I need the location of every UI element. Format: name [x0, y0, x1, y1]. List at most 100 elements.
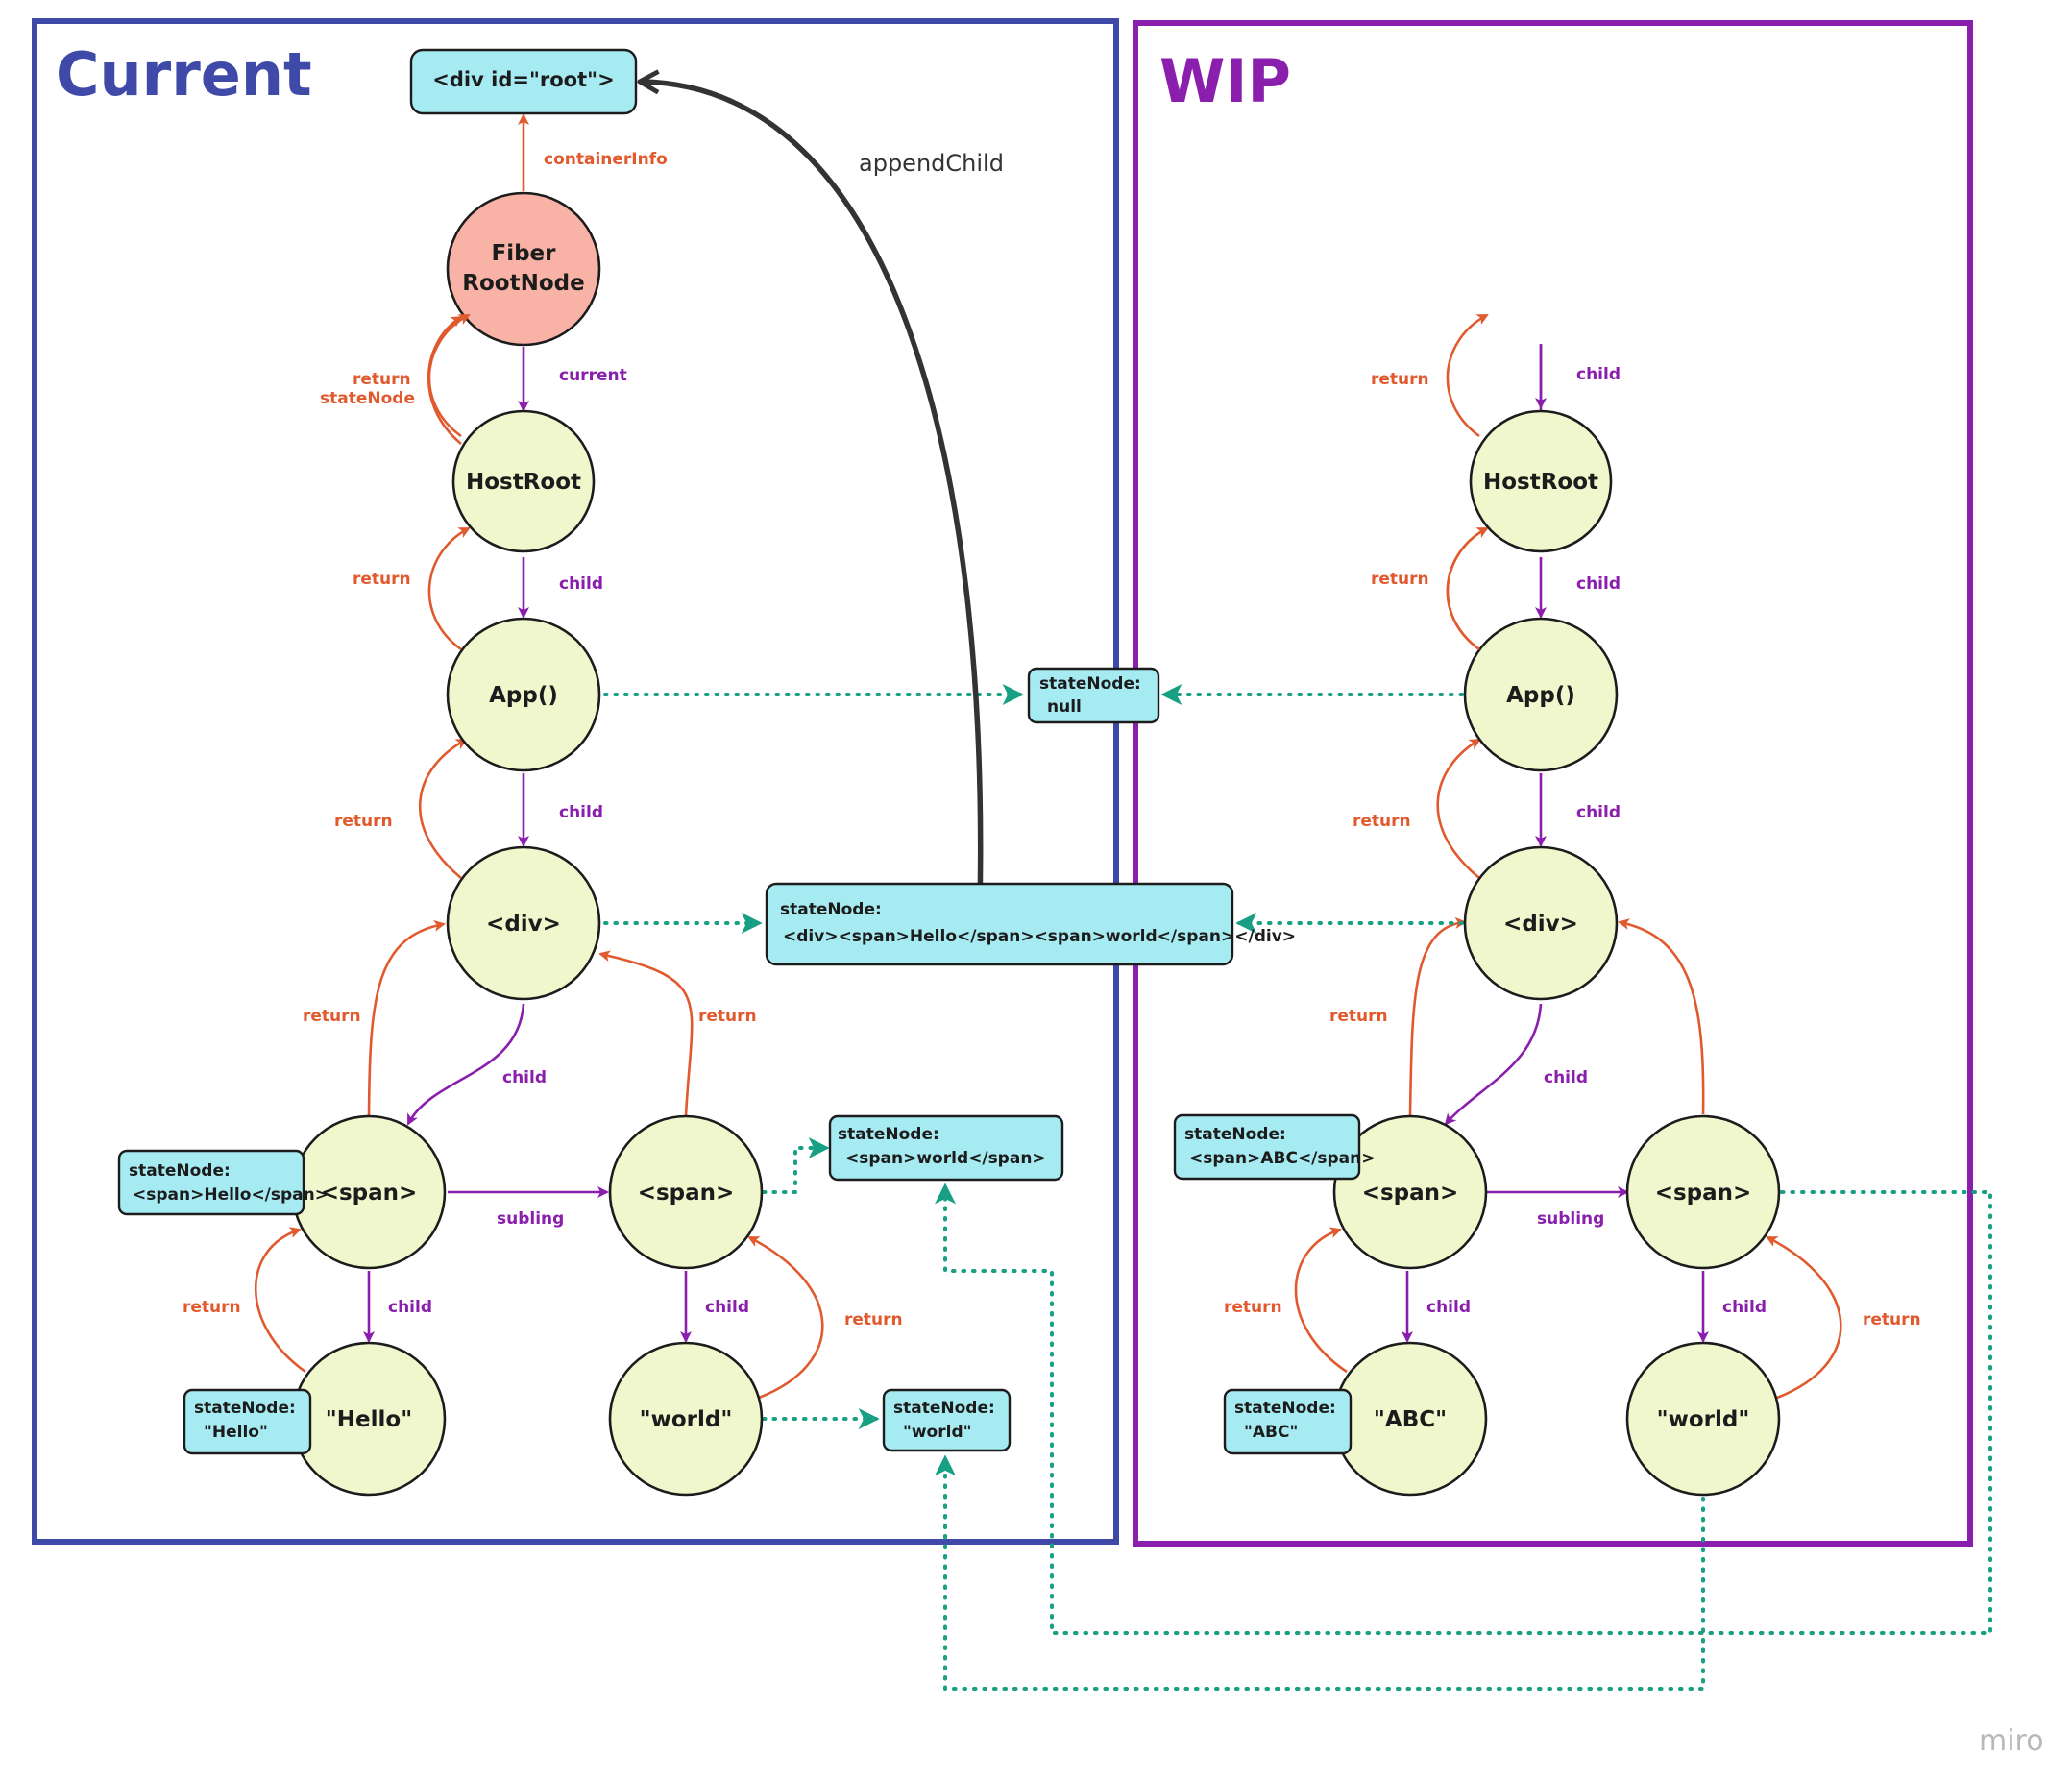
- span-world-statenode-line1: stateNode:: [838, 1125, 939, 1144]
- w-span1-return-label: return: [1329, 1007, 1388, 1026]
- c-span2-label: <span>: [638, 1181, 735, 1206]
- append-child-arrow: [637, 69, 984, 909]
- append-child-label: appendChild: [859, 150, 1004, 177]
- w-abc-return-edge: [1294, 1227, 1348, 1374]
- current-frame-title: Current: [56, 39, 312, 110]
- wip-frame: [1133, 20, 1973, 1547]
- c-span2-child-label: child: [705, 1298, 749, 1317]
- w-world-statenode-link: [935, 1454, 1705, 1691]
- c-hello-node: "Hello": [291, 1341, 447, 1497]
- w-span2-node: <span>: [1625, 1114, 1781, 1270]
- statenode-links: [603, 684, 1992, 1691]
- wip-tree-edges: return child return child return child s…: [1224, 344, 1921, 1400]
- c-hostroot-app-return-edge: [427, 313, 471, 438]
- w-div-label: <div>: [1503, 912, 1578, 937]
- div-statenode-line2: <div><span>Hello</span><span>world</span…: [783, 927, 1296, 946]
- wip-frame-title: WIP: [1159, 46, 1291, 116]
- div-statenode-box: stateNode: <div><span>Hello</span><span>…: [765, 882, 1296, 966]
- world-statenode-box: stateNode: "world": [882, 1388, 1012, 1452]
- c-app-label: App(): [489, 683, 558, 708]
- c-div-node: <div>: [446, 845, 601, 1001]
- hello-statenode-line1: stateNode:: [194, 1399, 296, 1418]
- span-hello-statenode-line1: stateNode:: [129, 1161, 231, 1181]
- miro-watermark: miro: [1979, 1724, 2044, 1758]
- hostroot-statenode-label: stateNode: [320, 389, 415, 408]
- w-hostroot-child-label: child: [1576, 574, 1621, 594]
- c-world-return-label: return: [844, 1310, 903, 1329]
- c-div-child-edge: [406, 1003, 525, 1126]
- w-div-child-label: child: [1544, 1068, 1588, 1087]
- hello-statenode-box: stateNode: "Hello": [183, 1388, 312, 1455]
- app-statenode-line1: stateNode:: [1039, 674, 1141, 694]
- c-world-node: "world": [608, 1341, 764, 1497]
- w-div-return-edge: [1436, 738, 1481, 879]
- w-world-node: "world": [1625, 1341, 1781, 1497]
- c-span1-child-label: child: [388, 1298, 432, 1317]
- hello-statenode-line2: "Hello": [204, 1423, 268, 1442]
- abc-statenode-line1: stateNode:: [1234, 1399, 1336, 1418]
- c-span1-return-edge: [367, 919, 446, 1117]
- c-span2-node: <span>: [608, 1114, 764, 1270]
- w-span1-label: <span>: [1362, 1181, 1459, 1206]
- c-hello-return-edge: [254, 1227, 306, 1374]
- w-span1-node: <span>: [1332, 1114, 1488, 1270]
- w-app-to-hostroot-return-edge: [1446, 526, 1488, 651]
- c-hostroot-node: HostRoot: [451, 409, 596, 553]
- c-hostroot-child-label: child: [559, 574, 603, 594]
- w-span2-statenode-link: [935, 1183, 1992, 1635]
- w-abc-return-label: return: [1224, 1298, 1282, 1317]
- w-app-label: App(): [1506, 683, 1575, 708]
- span-world-statenode-line2: <span>world</span>: [845, 1149, 1046, 1168]
- span-hello-statenode-box: stateNode: <span>Hello</span>: [117, 1149, 329, 1216]
- w-hostroot-label: HostRoot: [1483, 470, 1598, 495]
- wip-hostroot-edges: [1446, 526, 1488, 651]
- c-sibling-label: subling: [497, 1209, 564, 1229]
- span-abc-statenode-line2: <span>ABC</span>: [1189, 1149, 1376, 1168]
- c-hello-label: "Hello": [326, 1407, 412, 1432]
- c-div-label: <div>: [486, 912, 561, 937]
- w-div-child-edge: [1444, 1003, 1543, 1126]
- world-statenode-line2: "world": [903, 1423, 971, 1442]
- current-tree-edges: containerInfo current stateNode return c…: [183, 113, 903, 1400]
- w-abc-label: "ABC": [1374, 1407, 1447, 1432]
- world-statenode-line1: stateNode:: [893, 1399, 995, 1418]
- w-span2-label: <span>: [1655, 1181, 1752, 1206]
- w-app-return-label: return: [1371, 570, 1429, 589]
- w-app-node: App(): [1463, 617, 1619, 772]
- c-div-return-edge: [418, 738, 468, 879]
- span-abc-statenode-box: stateNode: <span>ABC</span>: [1173, 1113, 1376, 1181]
- c-hello-return-label: return: [183, 1298, 241, 1317]
- w-abc-node: "ABC": [1332, 1341, 1488, 1497]
- w-span1-child-label: child: [1426, 1298, 1471, 1317]
- c-span1-node: <span>: [291, 1114, 447, 1270]
- c-span1-return-label: return: [303, 1007, 361, 1026]
- c-hostroot-label: HostRoot: [466, 470, 581, 495]
- w-hostroot-app-return-label: return: [1371, 370, 1429, 389]
- root-div-box: <div id="root">: [409, 48, 638, 115]
- w-hostroot-node: HostRoot: [1469, 409, 1613, 553]
- w-world-return-edge: [1766, 1235, 1842, 1400]
- w-div-return-label: return: [1353, 812, 1411, 831]
- w-div-node: <div>: [1463, 845, 1619, 1001]
- c-app-child-label: child: [559, 803, 603, 822]
- c-app-return-edge: [427, 526, 471, 651]
- c-span2-return-label: return: [698, 1007, 757, 1026]
- root-div-text: <div id="root">: [432, 68, 614, 91]
- w-world-label: "world": [1657, 1407, 1750, 1432]
- c-span2-return-edge: [598, 950, 694, 1117]
- span-world-statenode-box: stateNode: <span>world</span>: [828, 1114, 1064, 1182]
- span-hello-statenode-line2: <span>Hello</span>: [133, 1185, 329, 1205]
- app-statenode-line2: null: [1047, 697, 1082, 717]
- c-div-return-label: return: [334, 812, 393, 831]
- w-hostroot-app-return-edge: [1446, 313, 1489, 438]
- c-app-node: App(): [446, 617, 601, 772]
- span-abc-statenode-line1: stateNode:: [1184, 1125, 1286, 1144]
- current-pointer-label: current: [559, 366, 627, 385]
- app-statenode-box: stateNode: null: [1027, 667, 1160, 724]
- fiber-root-line2: RootNode: [462, 271, 584, 296]
- c-div-child-label: child: [502, 1068, 547, 1087]
- c-hostroot-app-return-label: return: [353, 370, 411, 389]
- c-span1-label: <span>: [321, 1181, 418, 1206]
- w-span2-return-edge: [1618, 918, 1705, 1115]
